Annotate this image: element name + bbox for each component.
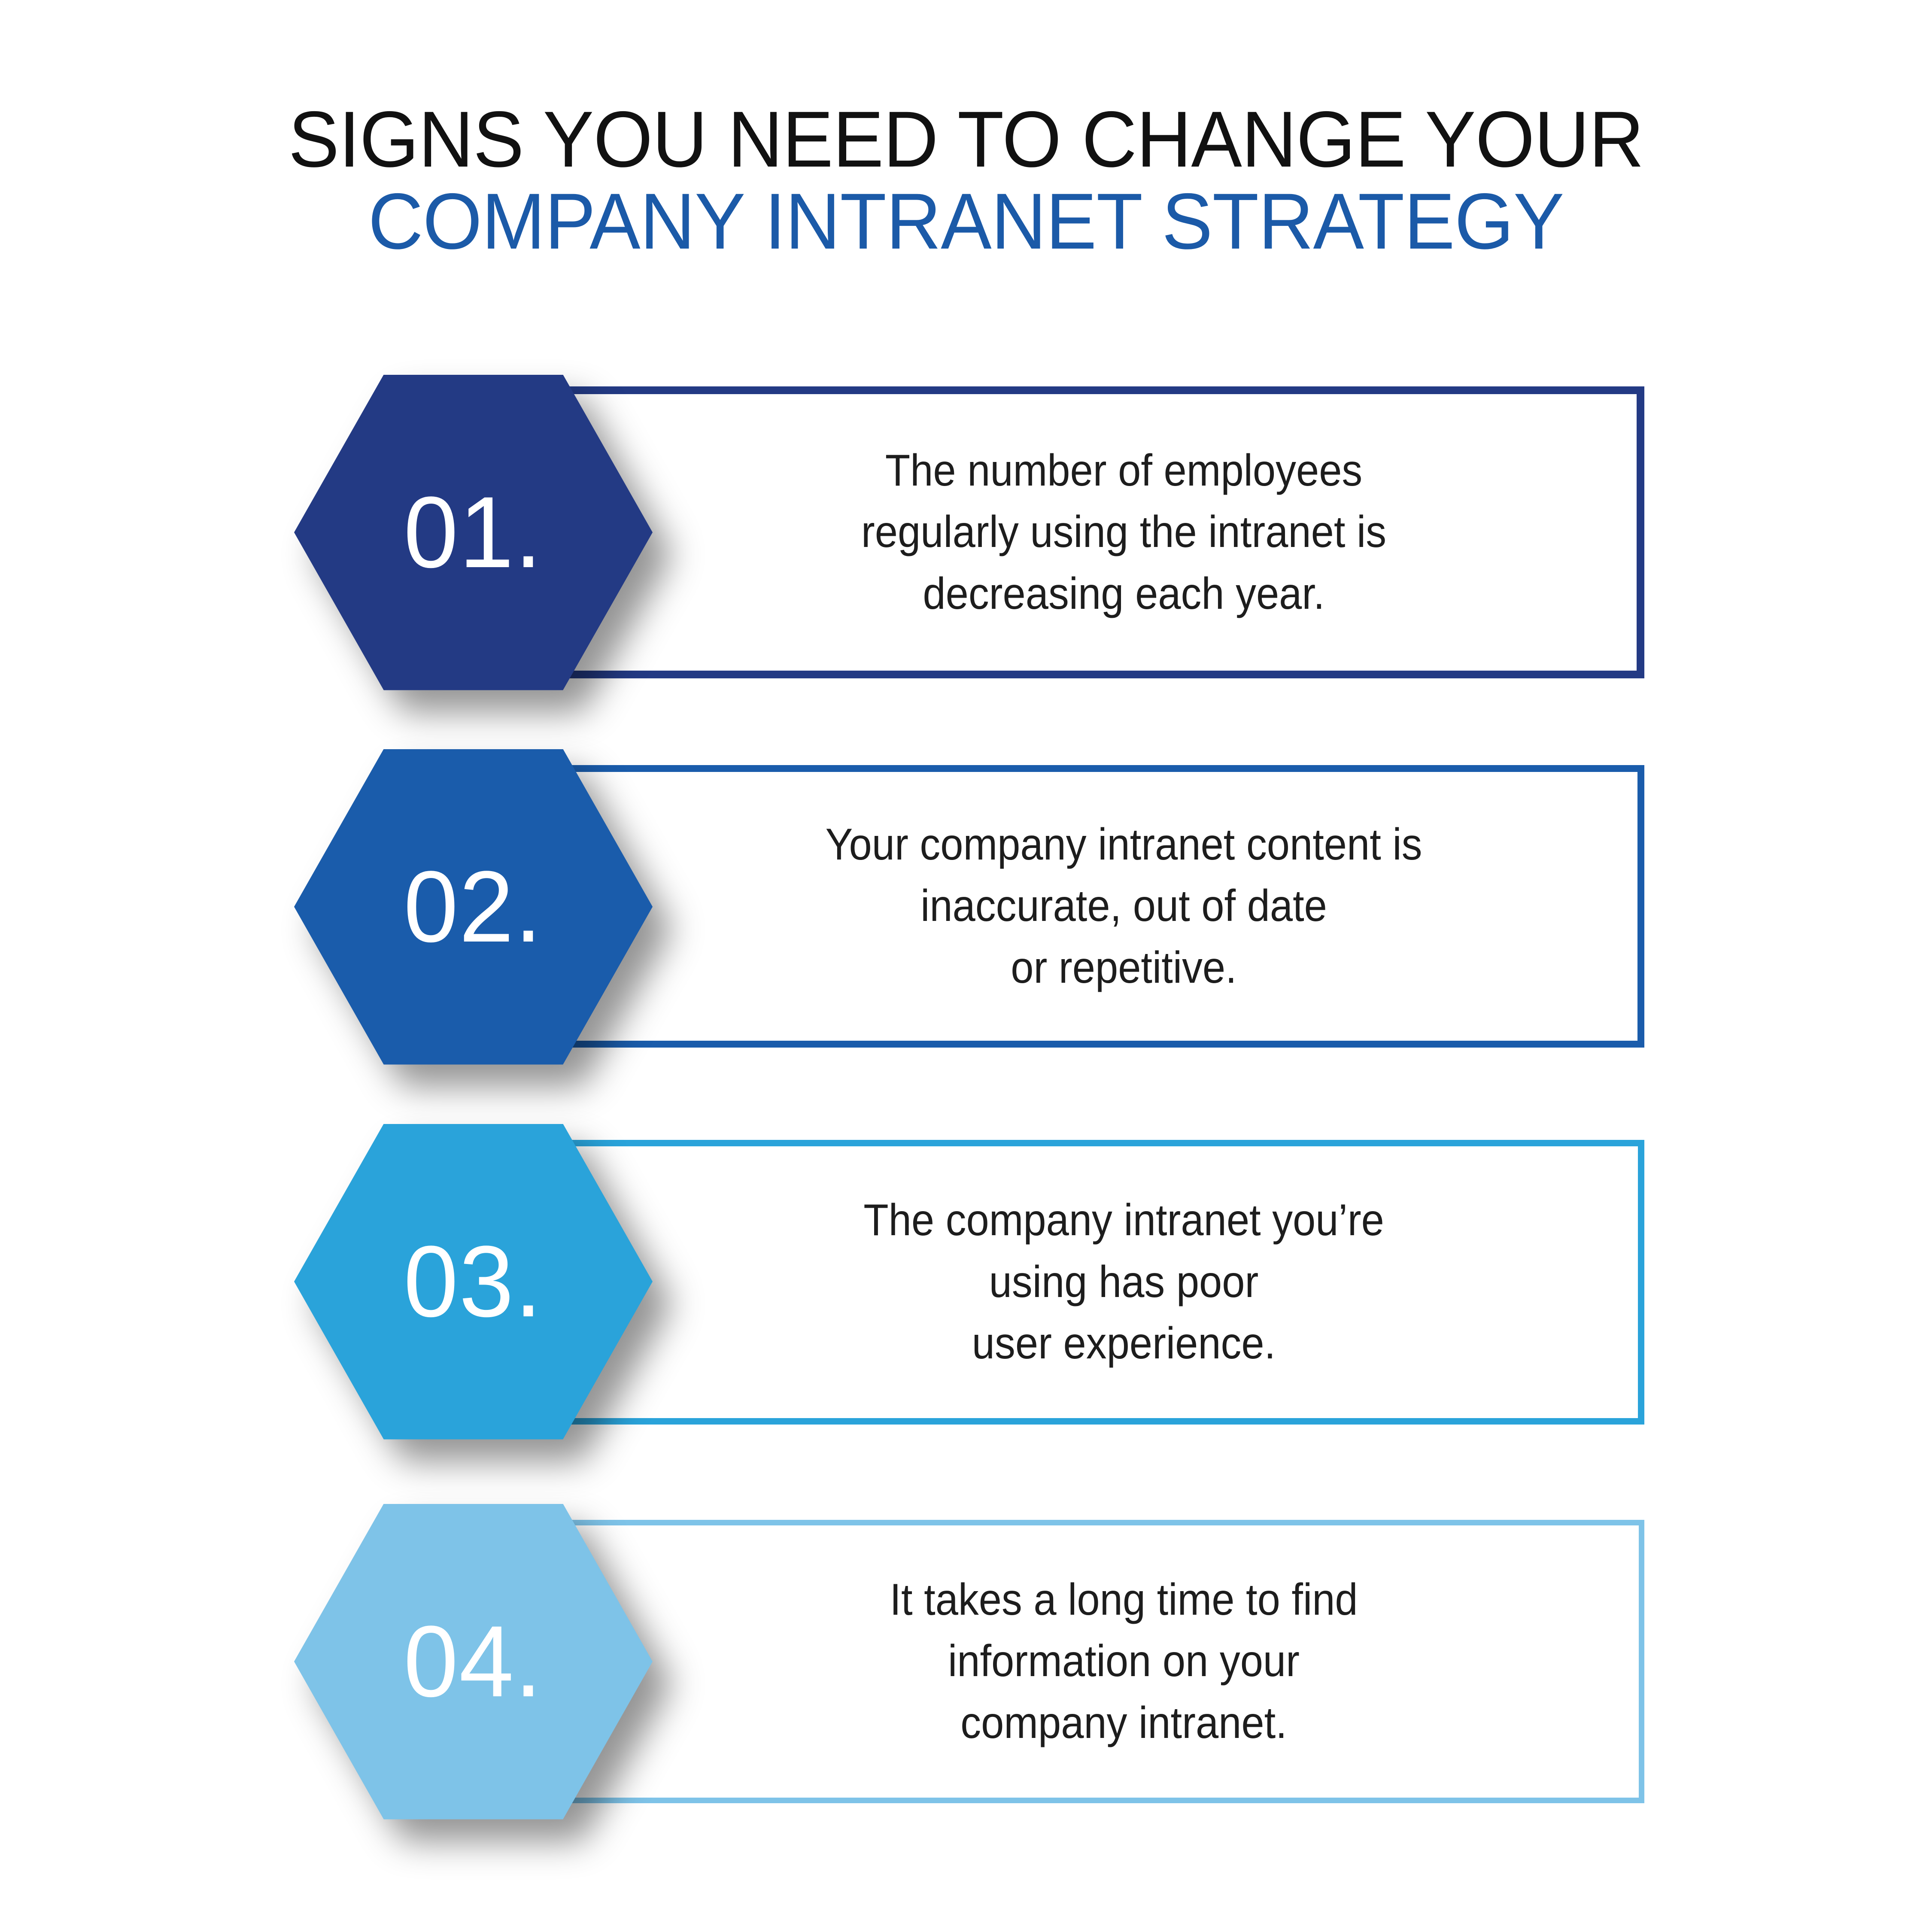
step-number: 02. bbox=[404, 850, 543, 963]
hexagon-badge[interactable]: 03. bbox=[294, 1124, 653, 1440]
title-line-primary: SIGNS YOU NEED TO CHANGE YOUR bbox=[288, 95, 1644, 184]
hexagon-badge[interactable]: 02. bbox=[294, 749, 653, 1065]
hexagon-shape: 01. bbox=[294, 374, 653, 690]
card-body-text: It takes a long time to find information… bbox=[890, 1574, 1358, 1748]
card-frame bbox=[552, 1140, 1644, 1425]
step-number: 04. bbox=[404, 1605, 543, 1718]
title-line-secondary: COMPANY INTRANET STRATEGY bbox=[368, 177, 1564, 266]
hexagon-shape: 03. bbox=[294, 1124, 653, 1440]
card-body-text: The company intranet you’re using has po… bbox=[863, 1195, 1384, 1369]
hexagon-badge[interactable]: 04. bbox=[294, 1504, 653, 1820]
card-body-text: The number of employees regularly using … bbox=[861, 445, 1387, 619]
card-frame bbox=[552, 386, 1644, 678]
card-frame bbox=[552, 1520, 1644, 1803]
hexagon-shape: 04. bbox=[294, 1504, 653, 1820]
card-body-text: Your company intranet content is inaccur… bbox=[825, 819, 1422, 993]
hexagon-badge[interactable]: 01. bbox=[294, 374, 653, 690]
step-number: 03. bbox=[404, 1225, 543, 1338]
step-number: 01. bbox=[404, 476, 543, 589]
page-title: SIGNS YOU NEED TO CHANGE YOUR COMPANY IN… bbox=[0, 99, 1932, 262]
hexagon-shape: 02. bbox=[294, 749, 653, 1065]
